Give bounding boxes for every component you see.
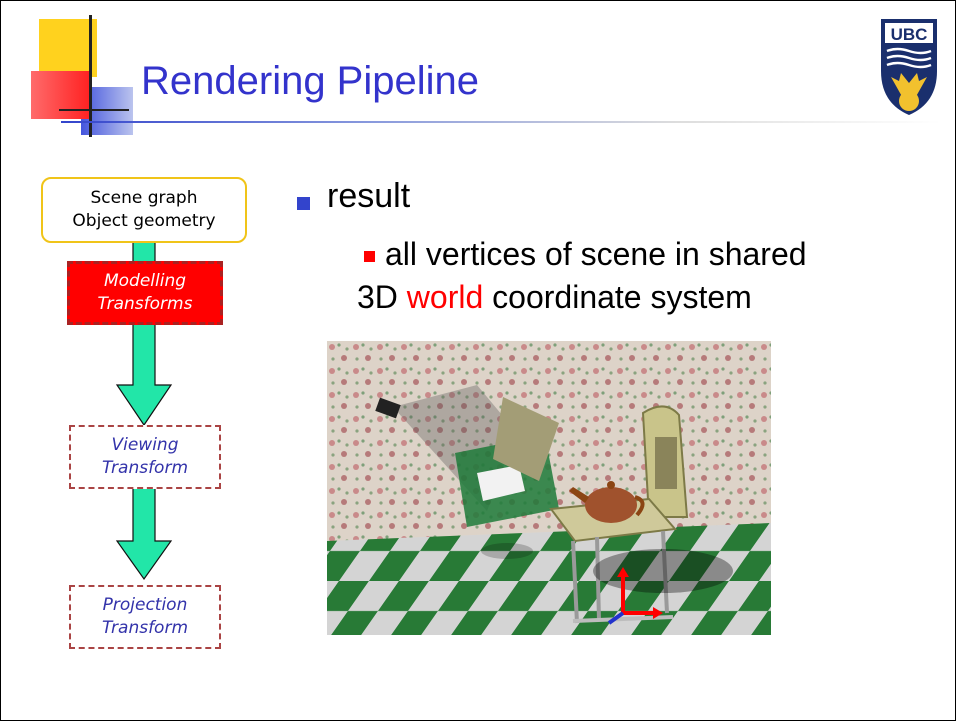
arrow-down-icon xyxy=(115,482,173,581)
object-geometry-label: Object geometry xyxy=(72,211,216,231)
modelling-transforms-box: Modelling Transforms xyxy=(67,261,223,325)
line2-prefix: 3D xyxy=(357,279,407,315)
scene-render-image xyxy=(327,341,771,635)
modelling-label: Modelling xyxy=(103,271,187,291)
line2-suffix: coordinate system xyxy=(483,279,752,315)
projection-label: Projection xyxy=(102,595,188,615)
scene-graph-box: Scene graph Object geometry xyxy=(41,177,247,243)
projection-transform-label: Transform xyxy=(101,618,189,638)
viewing-transform-label: Transform xyxy=(101,458,189,478)
scene-graph-label: Scene graph xyxy=(90,188,198,208)
viewing-transform-box: Viewing Transform xyxy=(69,425,221,489)
decor-red-square xyxy=(31,71,91,119)
viewing-label: Viewing xyxy=(111,435,179,455)
title-rule xyxy=(61,121,941,123)
decor-vertical-line xyxy=(89,15,92,137)
sub-bullet-line1: all vertices of scene in shared xyxy=(385,236,807,272)
transforms-label: Transforms xyxy=(97,294,193,314)
decor-yellow-square xyxy=(39,19,97,77)
ubc-logo: UBC xyxy=(881,19,937,115)
bullet-sub-marker xyxy=(364,251,375,262)
decor-horizontal-line xyxy=(59,109,129,111)
bullet-main-marker xyxy=(297,197,310,210)
slide-title: Rendering Pipeline xyxy=(141,59,480,103)
projection-transform-box: Projection Transform xyxy=(69,585,221,649)
logo-text: UBC xyxy=(891,25,928,44)
sub-bullet-line2: 3D world coordinate system xyxy=(357,279,752,316)
world-highlight: world xyxy=(406,279,484,315)
bullet-result: result xyxy=(327,177,411,215)
